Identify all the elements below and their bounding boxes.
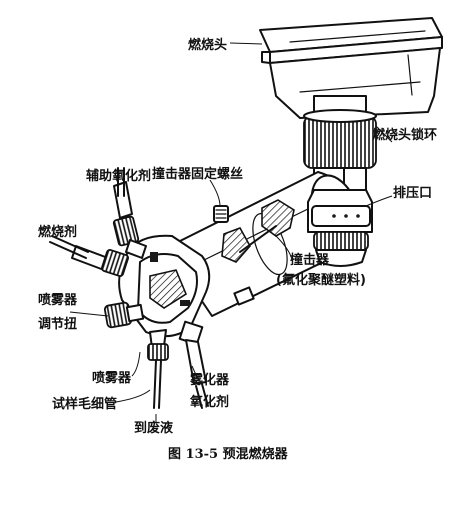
impactor-fixing-screw xyxy=(213,205,229,223)
leader-nebulizer-knob xyxy=(69,311,109,317)
leader-impactor xyxy=(275,235,293,261)
label-impactor-material: (氟化聚醚塑料) xyxy=(276,272,366,288)
fuel-arrow xyxy=(49,235,89,259)
atomizer-oxidant-arrow xyxy=(195,383,209,409)
label-burner-head: 燃烧头 xyxy=(188,37,227,53)
chamber-mount-tab xyxy=(233,286,255,306)
label-nebulizer: 喷雾器 xyxy=(92,370,132,386)
leader-atomizer xyxy=(191,365,203,385)
label-to-waste: 到废液 xyxy=(134,420,173,436)
burner-head xyxy=(259,17,443,119)
leader-impactor-screw xyxy=(209,179,221,207)
label-fuel: 燃烧剂 xyxy=(38,224,77,240)
label-impactor: 撞击器 xyxy=(290,252,330,268)
figure-caption: 图 13-5 预混燃烧器 xyxy=(168,446,289,462)
leader-lines xyxy=(69,42,393,422)
impactor xyxy=(221,199,295,263)
label-nebulizer-adjust-line1: 喷雾器 xyxy=(38,292,78,308)
sample-capillary-tube xyxy=(147,329,169,409)
atomizer-oxidant-inlet xyxy=(178,320,207,385)
label-auxiliary-oxidant: 辅助氧化剂 xyxy=(86,168,151,184)
label-exhaust-port: 排压口 xyxy=(393,185,432,201)
exhaust-port-fitting xyxy=(307,189,373,267)
label-nebulizer-adjust-line2: 调节扭 xyxy=(38,316,77,332)
label-sample-capillary: 试样毛细管 xyxy=(52,396,117,412)
nebulizer-adjust-knob xyxy=(104,301,145,329)
burner-head-lock-ring xyxy=(303,109,377,169)
flow-arrows xyxy=(49,167,209,409)
leader-sample-capillary xyxy=(115,389,151,403)
leader-nebulizer xyxy=(131,351,141,377)
label-impactor-fixing-screw: 撞击器固定螺丝 xyxy=(152,166,243,182)
label-atomizer-line1: 雾化器 xyxy=(189,372,230,388)
leader-burner-head xyxy=(229,42,263,45)
fuel-inlet xyxy=(71,245,129,277)
label-atomizer-line2: 氧化剂 xyxy=(189,394,229,410)
auxiliary-oxidant-arrow xyxy=(117,167,125,197)
leader-exhaust-port xyxy=(365,195,393,207)
leader-lock-ring xyxy=(375,125,393,143)
label-burner-head-lock-ring: 燃烧头锁环 xyxy=(372,127,437,143)
